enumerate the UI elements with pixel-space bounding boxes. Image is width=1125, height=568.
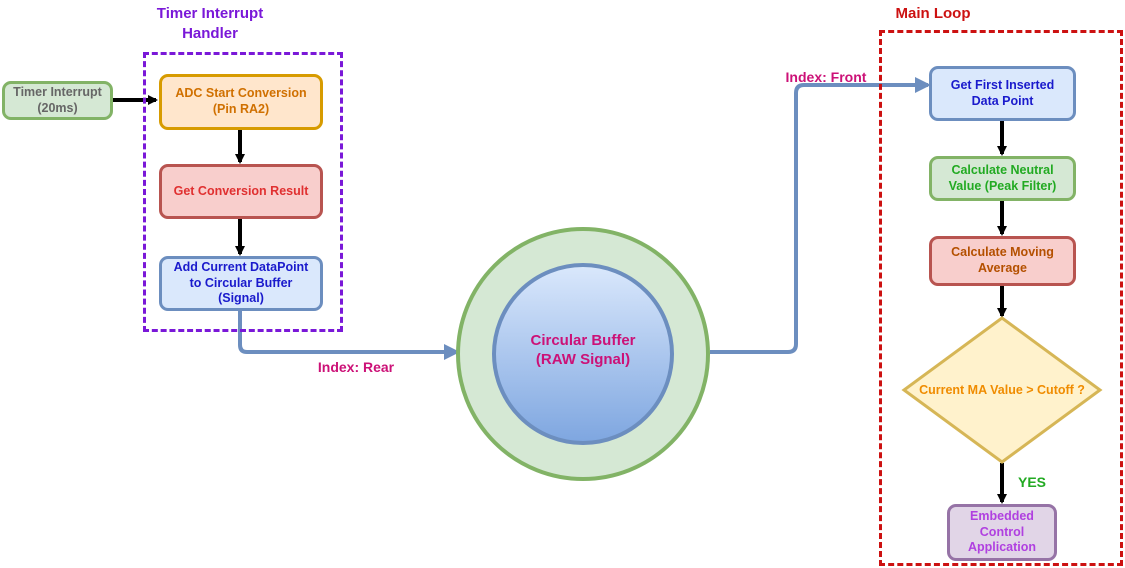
add-point-node: Add Current DataPoint to Circular Buffer… bbox=[159, 256, 323, 311]
main-loop-frame bbox=[879, 30, 1123, 566]
timer-handler-frame bbox=[143, 52, 343, 332]
adc-start-node: ADC Start Conversion (Pin RA2) bbox=[159, 74, 323, 130]
buffer-label: Circular Buffer (RAW Signal) bbox=[530, 331, 636, 369]
get-result-node: Get Conversion Result bbox=[159, 164, 323, 219]
index-rear-label: Index: Rear bbox=[317, 359, 395, 375]
arrow-add-to-buffer bbox=[238, 311, 460, 360]
timer-handler-title: Timer Interrupt Handler bbox=[156, 5, 264, 43]
main-loop-title: Main Loop bbox=[895, 5, 971, 22]
arrow-buffer-to-main bbox=[710, 77, 931, 354]
buffer-inner-ring bbox=[492, 263, 674, 445]
get-first-node: Get First Inserted Data Point bbox=[929, 66, 1076, 121]
index-front-label: Index: Front bbox=[785, 69, 867, 85]
neutral-node: Calculate Neutral Value (Peak Filter) bbox=[929, 156, 1076, 201]
decision-diamond bbox=[901, 316, 1103, 464]
embedded-app-node: Embedded Control Application bbox=[947, 504, 1057, 561]
yes-label: YES bbox=[1017, 474, 1046, 490]
moving-average-node: Calculate Moving Average bbox=[929, 236, 1076, 286]
timer-interrupt-node: Timer Interrupt (20ms) bbox=[2, 81, 113, 120]
decision-label: Current MA Value > Cutoff ? bbox=[919, 383, 1085, 397]
